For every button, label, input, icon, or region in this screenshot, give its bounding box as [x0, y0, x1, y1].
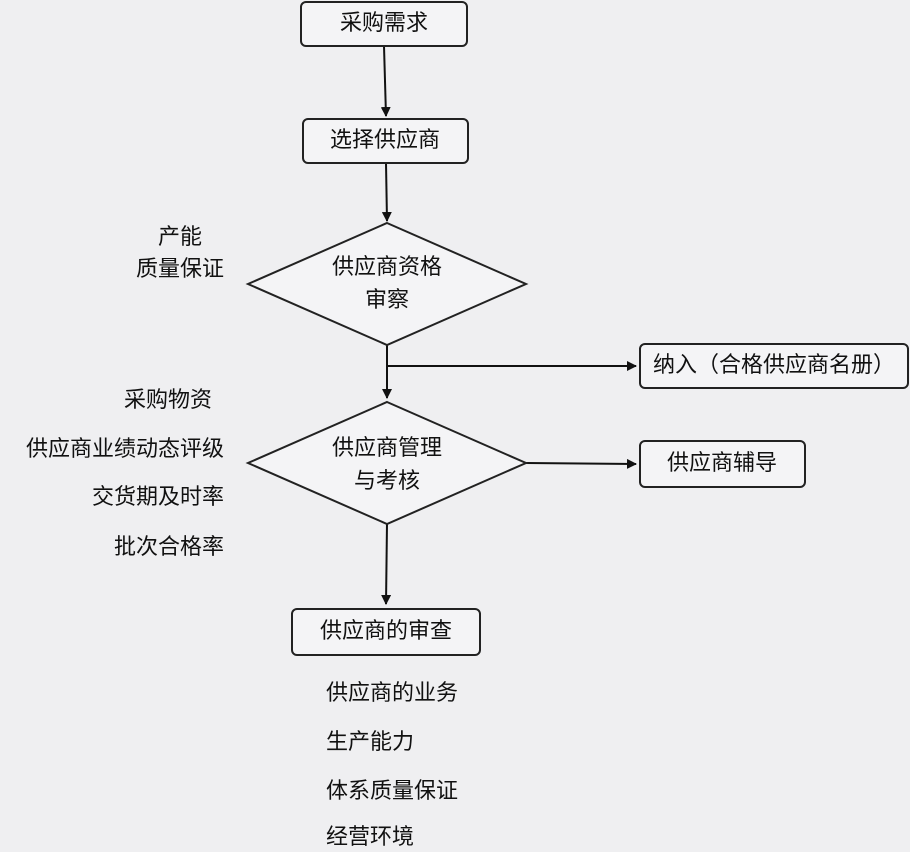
node-select-supplier: 选择供应商	[302, 118, 469, 164]
arrow-management-to-guidance	[525, 458, 637, 469]
note-business-environment: 经营环境	[326, 825, 414, 850]
node-select-supplier-label: 选择供应商	[330, 128, 440, 153]
note-capacity: 产能	[158, 225, 202, 250]
node-purchase-demand: 采购需求	[300, 1, 468, 47]
node-management-assessment: 供应商管理 与考核	[245, 400, 529, 526]
node-management-assessment-line1: 供应商管理	[332, 436, 442, 461]
node-qualification-review-line1: 供应商资格	[332, 255, 442, 280]
note-production-capacity: 生产能力	[326, 730, 414, 755]
node-supplier-guidance-label: 供应商辅导	[667, 451, 777, 476]
node-management-assessment-line2: 与考核	[354, 469, 420, 494]
note-performance-rating: 供应商业绩动态评级	[26, 437, 224, 462]
node-supplier-audit-label: 供应商的审查	[320, 619, 452, 644]
note-supplier-business: 供应商的业务	[326, 681, 458, 706]
note-delivery-timeliness: 交货期及时率	[92, 485, 224, 510]
arrow-select-to-review	[381, 162, 392, 222]
arrow-management-to-audit	[381, 522, 392, 605]
node-purchase-demand-label: 采购需求	[340, 11, 428, 36]
node-supplier-guidance: 供应商辅导	[639, 440, 806, 488]
arrow-demand-to-select	[380, 45, 391, 117]
node-include-list-label: 纳入（合格供应商名册）	[653, 353, 895, 378]
node-qualification-review-line2: 审察	[365, 288, 409, 313]
note-batch-pass-rate: 批次合格率	[114, 535, 224, 560]
node-supplier-audit: 供应商的审查	[291, 608, 481, 656]
note-quality-assurance: 质量保证	[136, 257, 224, 282]
note-purchased-materials: 采购物资	[124, 388, 212, 413]
node-qualification-review: 供应商资格 审察	[245, 221, 529, 347]
note-system-quality: 体系质量保证	[326, 779, 458, 804]
node-include-list: 纳入（合格供应商名册）	[639, 343, 909, 389]
